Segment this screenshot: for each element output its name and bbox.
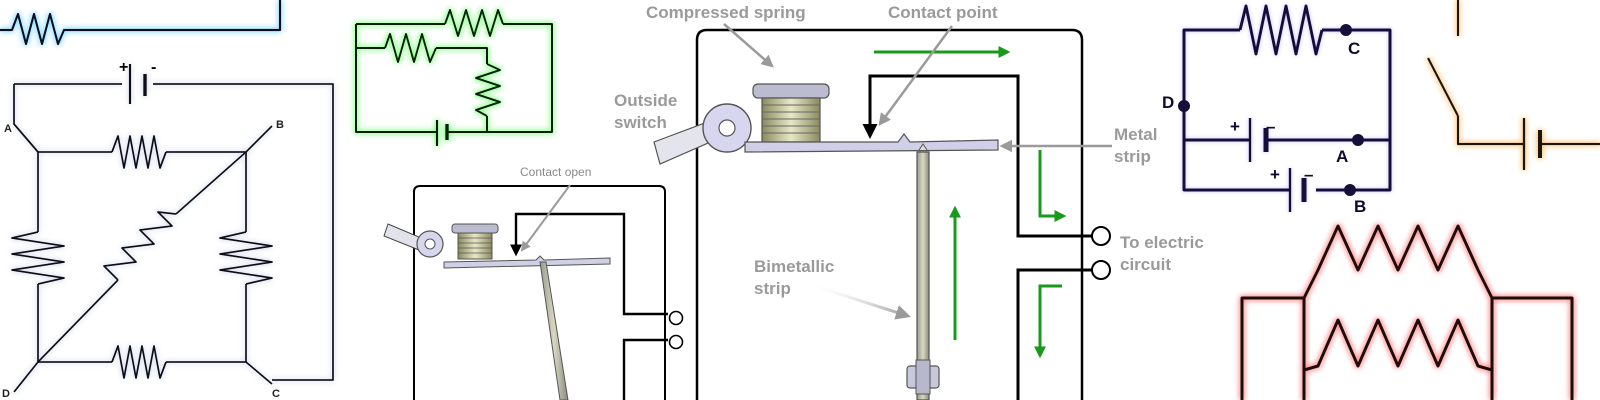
navy-node-a-label: A (1336, 147, 1348, 166)
red-parallel-resistor-fragment (1240, 224, 1574, 400)
bridge-battery-plus-label: + (119, 59, 128, 76)
compressed-spring-label: Compressed spring (646, 3, 806, 22)
outside-switch-label-line2: switch (614, 113, 667, 132)
contact-point-label: Contact point (888, 3, 998, 22)
metal-strip-label-line1: Metal (1114, 125, 1157, 144)
green-resistor-circuit (355, 9, 553, 146)
navy-battery2-plus-label: + (1270, 165, 1280, 184)
navy-battery1-plus-label: + (1230, 117, 1240, 136)
navy-node-b-label: B (1354, 197, 1366, 216)
metal-strip-label-line2: strip (1114, 147, 1151, 166)
bridge-node-b-label: B (276, 119, 284, 131)
bridge-battery-minus-label: - (151, 59, 156, 76)
bridge-node-c-label: C (272, 388, 280, 400)
navy-battery-circuit (1182, 4, 1392, 212)
small-terminal-bottom (668, 334, 684, 350)
bridge-node-d-label: D (2, 388, 10, 400)
circuit-terminal-top (1091, 226, 1111, 246)
bridge-circuit (11, 64, 334, 393)
small-terminal-top (668, 310, 684, 326)
navy-battery2-minus-label: – (1304, 165, 1313, 184)
navy-node-c-label: C (1348, 39, 1360, 58)
large-thermostat-diagram (653, 23, 1112, 400)
circuit-terminal-bottom (1091, 260, 1111, 280)
bimetallic-strip-label-line1: Bimetallic (754, 257, 834, 276)
to-electric-circuit-label-line1: To electric (1120, 233, 1204, 252)
contact-open-label: Contact open (520, 165, 591, 179)
small-thermostat-diagram (383, 184, 684, 400)
orange-switch-circuit-fragment (1427, 0, 1600, 170)
navy-circuit-nodes (1178, 24, 1364, 196)
to-electric-circuit-label-line2: circuit (1120, 255, 1171, 274)
bridge-node-a-label: A (4, 123, 12, 135)
navy-battery1-minus-label: – (1266, 117, 1275, 136)
cyan-resistor-circuit-fragment (0, 0, 282, 46)
navy-node-d-label: D (1162, 93, 1174, 112)
bimetallic-strip-label-line2: strip (754, 279, 791, 298)
outside-switch-label-line1: Outside (614, 91, 677, 110)
